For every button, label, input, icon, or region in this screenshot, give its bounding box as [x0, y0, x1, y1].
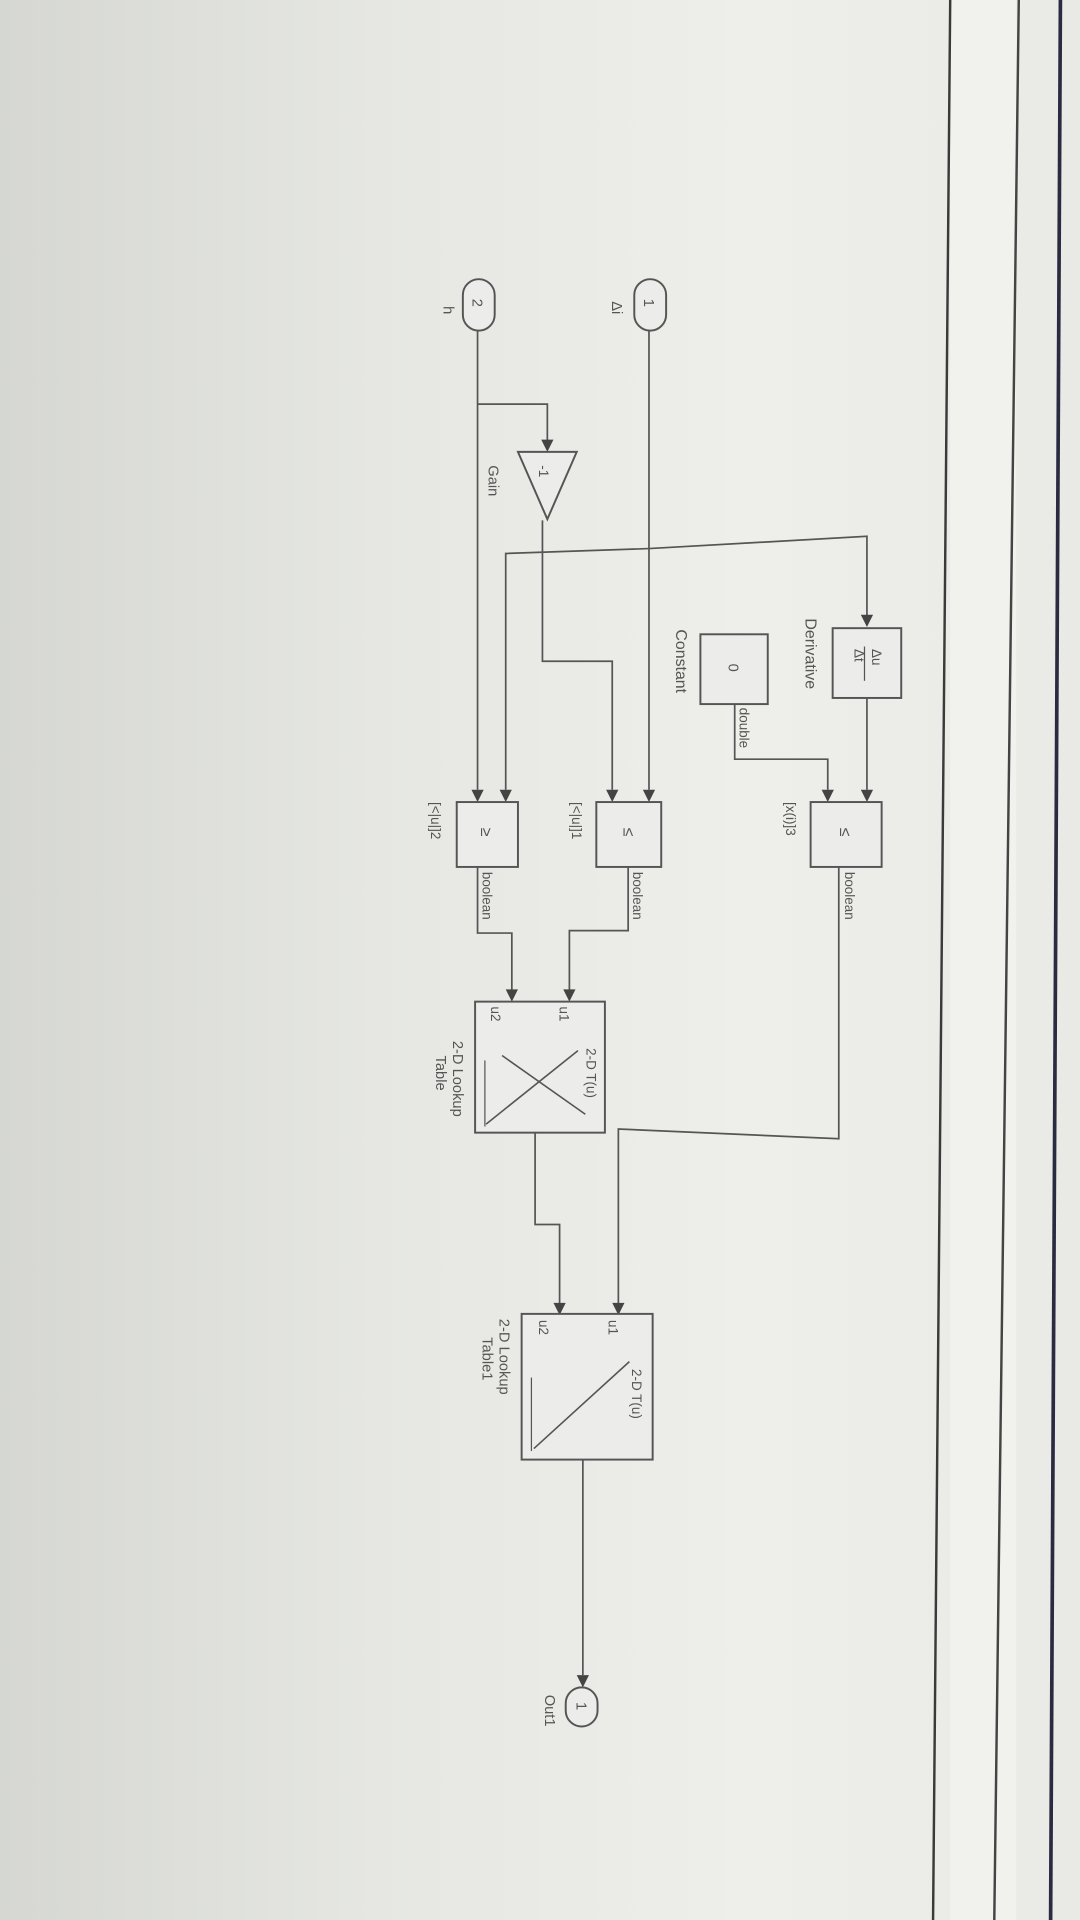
lookup-title: 2-D T(u) [584, 1048, 599, 1098]
gain-value: -1 [536, 465, 551, 477]
derivative-block[interactable]: Δu Δt Derivative [802, 618, 903, 699]
inport-label: Δi [608, 301, 624, 314]
constant-block[interactable]: 0 Constant double [672, 629, 769, 748]
outport-1[interactable]: 1 Out1 [541, 1686, 599, 1728]
gain-block[interactable]: -1 Gain [485, 450, 579, 522]
signal-type-label: double [737, 708, 752, 748]
operator-symbol: ≤ [836, 828, 853, 837]
derivative-denominator: Δt [852, 649, 867, 662]
inport-number: 1 [640, 299, 656, 307]
relational-operator-bottom[interactable]: ≥ [<|u|]2 boolean [428, 801, 519, 920]
port-label: [<|u|]1 [569, 802, 584, 839]
outport-label: Out1 [541, 1695, 557, 1727]
lookup-label: Table1 [478, 1337, 494, 1380]
inport-number: 2 [469, 299, 485, 307]
window-border [993, 0, 1020, 1920]
constant-value: 0 [725, 664, 741, 672]
relational-operator-mid[interactable]: ≤ [<|u|]1 boolean [569, 801, 663, 920]
derivative-label: Derivative [802, 618, 819, 689]
relational-operator-top[interactable]: ≤ [x(i)]3 boolean [783, 801, 883, 920]
lookup-label: Table [432, 1056, 448, 1091]
port-u1: u1 [606, 1320, 621, 1335]
inport-label: h [439, 306, 455, 314]
inport-1[interactable]: 1 Δi [608, 278, 668, 332]
window-border [1048, 0, 1063, 1920]
lookup-label: 2-D Lookup [496, 1319, 512, 1395]
arrowheads [471, 439, 874, 1688]
signal-lines [476, 330, 868, 1676]
signal-type-label: boolean [842, 872, 857, 920]
port-label: [<|u|]2 [428, 802, 443, 839]
gain-label: Gain [485, 465, 501, 496]
constant-label: Constant [672, 629, 689, 693]
signal-type-label: boolean [479, 872, 494, 920]
lookup-table-2d-1[interactable]: u1 u2 2-D T(u) 2-D Lookup Table1 [478, 1312, 654, 1461]
window-border [931, 0, 952, 1920]
operator-symbol: ≤ [619, 828, 636, 837]
lookup-label: 2-D Lookup [449, 1041, 465, 1117]
port-u1: u1 [557, 1007, 572, 1022]
port-u2: u2 [536, 1320, 551, 1335]
outport-number: 1 [573, 1702, 589, 1710]
port-u2: u2 [488, 1007, 503, 1022]
lookup-title: 2-D T(u) [629, 1369, 644, 1419]
operator-symbol: ≥ [477, 828, 494, 837]
lookup-table-2d[interactable]: u1 u2 2-D T(u) 2-D Lookup Table [432, 1000, 606, 1134]
port-label: [x(i)]3 [783, 802, 798, 836]
inport-2[interactable]: 2 h [439, 278, 496, 332]
signal-type-label: boolean [630, 872, 645, 920]
derivative-numerator: Δu [869, 649, 884, 665]
